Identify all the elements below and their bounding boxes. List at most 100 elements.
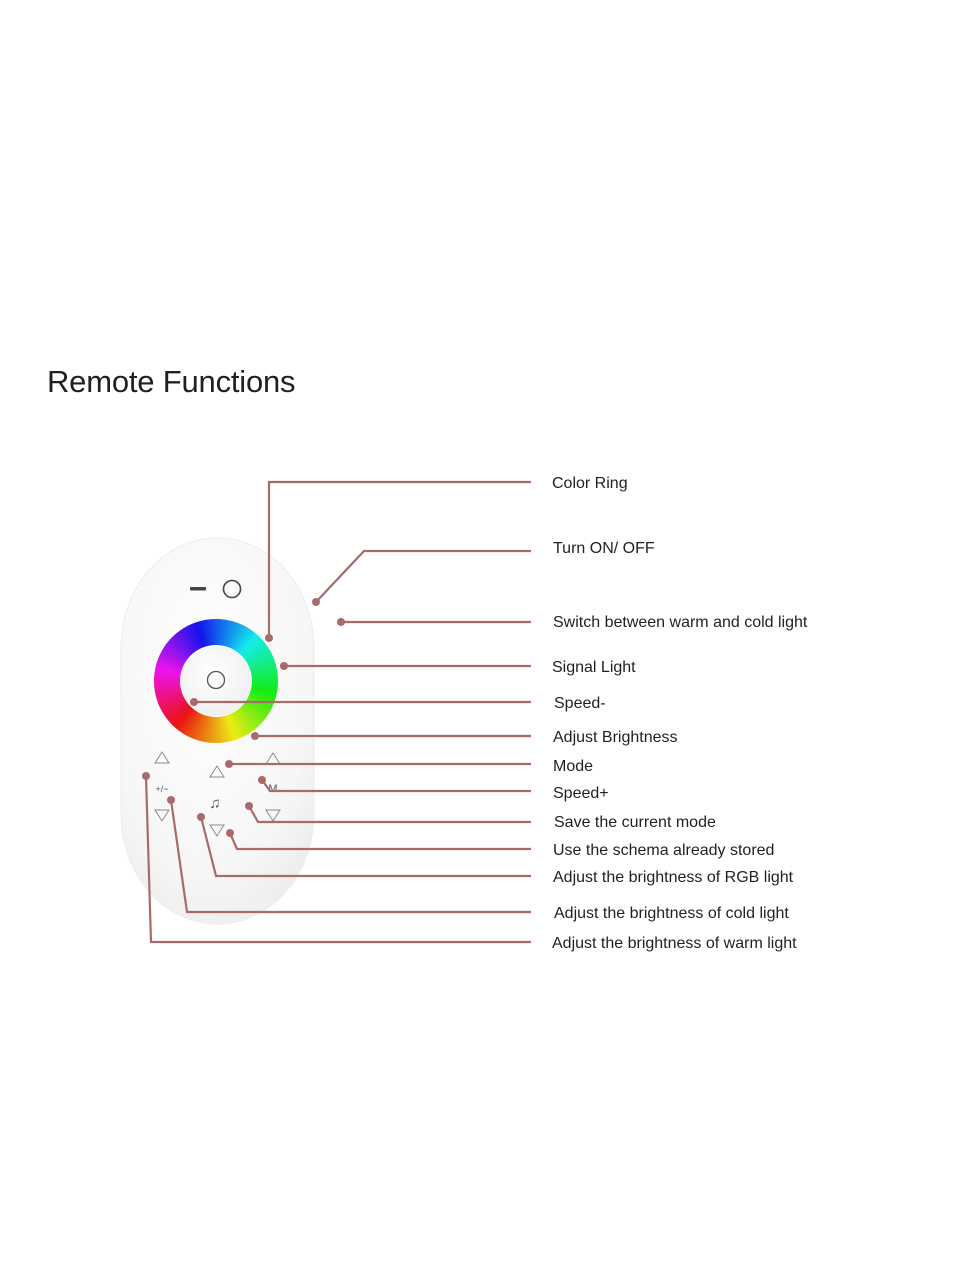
callout-mode: Mode xyxy=(553,758,593,775)
color-ring-segment xyxy=(249,692,275,704)
color-ring-segment xyxy=(226,714,239,741)
callout-speed-plus: Speed+ xyxy=(553,785,609,802)
color-ring-segment xyxy=(154,670,181,678)
color-ring-segment xyxy=(164,644,188,662)
color-ring-segment xyxy=(215,716,220,743)
color-ring-segment xyxy=(221,716,229,743)
color-ring-segment xyxy=(227,622,239,648)
color-ring-segment xyxy=(223,620,233,647)
color-ring-segment xyxy=(187,624,202,649)
color-ring-segment xyxy=(243,641,267,661)
color-ring-segment xyxy=(238,707,258,730)
color-ring-segment xyxy=(165,641,189,660)
color-ring-segment xyxy=(167,703,190,723)
callout-color-ring: Color Ring xyxy=(552,475,628,492)
color-ring-segment xyxy=(154,673,181,680)
color-ring-segment xyxy=(179,628,197,652)
color-ring-segment xyxy=(155,664,182,674)
callout-warm-brightness: Adjust the brightness of warm light xyxy=(552,935,797,952)
music-icon[interactable]: ♫ xyxy=(209,795,220,812)
color-ring-segment xyxy=(155,689,182,701)
color-ring-segment xyxy=(154,667,181,676)
color-ring-segment xyxy=(224,715,236,742)
callout-use-schema: Use the schema already stored xyxy=(553,842,774,859)
minus-button-icon[interactable] xyxy=(190,587,206,591)
color-ring-segment xyxy=(233,711,250,736)
color-ring-segment xyxy=(157,693,184,707)
color-ring-segment xyxy=(161,698,186,715)
color-ring-segment xyxy=(193,714,205,740)
color-ring-segment xyxy=(172,634,193,656)
color-ring-segment xyxy=(241,705,263,726)
color-ring-segment xyxy=(247,650,272,665)
color-ring-segment xyxy=(156,661,182,672)
color-ring-segment xyxy=(190,622,204,649)
color-ring-segment xyxy=(251,684,278,692)
color-ring-segment xyxy=(217,619,224,646)
color-ring-segment xyxy=(202,716,211,743)
color-ring[interactable] xyxy=(154,619,278,743)
color-ring-segment xyxy=(154,680,181,685)
leader-color-ring xyxy=(267,480,531,638)
color-ring-segment xyxy=(174,632,194,655)
color-ring-segment xyxy=(244,700,268,718)
leader-save-mode xyxy=(248,805,531,824)
plus-minus-icon[interactable]: +/− xyxy=(155,784,168,794)
down-arrow-icon[interactable] xyxy=(265,809,281,822)
color-ring-segment xyxy=(154,686,181,694)
color-ring-segment xyxy=(246,647,271,664)
color-ring-segment xyxy=(155,688,182,698)
leader-speed-plus xyxy=(261,779,531,793)
color-ring-segment xyxy=(248,693,274,707)
color-ring-segment xyxy=(251,677,278,682)
color-ring-segment xyxy=(199,715,209,742)
mode-icon[interactable]: M xyxy=(268,783,277,795)
color-ring-segment xyxy=(179,709,197,733)
color-ring-segment xyxy=(230,713,245,738)
callout-switch-warm-cold: Switch between warm and cold light xyxy=(553,614,808,631)
color-ring-segment xyxy=(169,636,191,657)
color-ring-segment xyxy=(165,701,189,721)
color-ring-segment xyxy=(203,619,211,646)
leader-turn-on-off xyxy=(315,549,531,603)
down-arrow-icon[interactable] xyxy=(209,824,225,837)
leader-speed-minus-dot xyxy=(190,698,198,706)
leader-warm-brightness-dot xyxy=(142,772,150,780)
up-arrow-icon[interactable] xyxy=(209,765,225,778)
color-ring-segment xyxy=(185,625,200,650)
callout-cold-brightness: Adjust the brightness of cold light xyxy=(554,905,789,922)
color-ring-segment xyxy=(176,708,195,732)
color-ring-segment xyxy=(174,707,194,730)
color-ring-segment xyxy=(176,630,196,654)
color-ring-segment xyxy=(219,716,226,743)
color-ring-segment xyxy=(232,625,248,651)
leader-signal-light-dot xyxy=(280,662,288,670)
color-ring-segment xyxy=(187,712,202,738)
leader-cold-brightness-dot xyxy=(167,796,175,804)
color-ring-segment xyxy=(242,639,265,659)
power-button-icon[interactable] xyxy=(222,579,242,599)
center-button-icon[interactable] xyxy=(206,670,226,690)
leader-mode-dot xyxy=(225,760,233,768)
leader-speed-plus-dot xyxy=(258,776,266,784)
color-ring-segment xyxy=(232,712,247,737)
down-arrow-icon[interactable] xyxy=(154,809,170,822)
color-ring-segment xyxy=(241,637,263,658)
color-ring-segment xyxy=(169,704,191,725)
color-ring-segment xyxy=(206,619,213,646)
color-ring-segment xyxy=(238,632,258,655)
leader-save-mode-dot xyxy=(245,802,253,810)
color-ring-segment xyxy=(196,715,207,741)
leader-cold-brightness xyxy=(169,799,531,914)
color-ring-segment xyxy=(193,621,206,648)
color-ring-segment xyxy=(205,716,213,743)
up-arrow-icon[interactable] xyxy=(154,751,170,764)
color-ring-segment xyxy=(159,695,184,710)
color-ring-segment xyxy=(236,708,256,732)
color-ring-segment xyxy=(235,710,253,734)
color-ring-segment xyxy=(171,706,192,728)
color-ring-segment xyxy=(221,619,230,646)
color-ring-segment xyxy=(243,702,267,721)
color-ring-segment xyxy=(240,634,261,656)
color-ring-segment xyxy=(212,619,217,646)
